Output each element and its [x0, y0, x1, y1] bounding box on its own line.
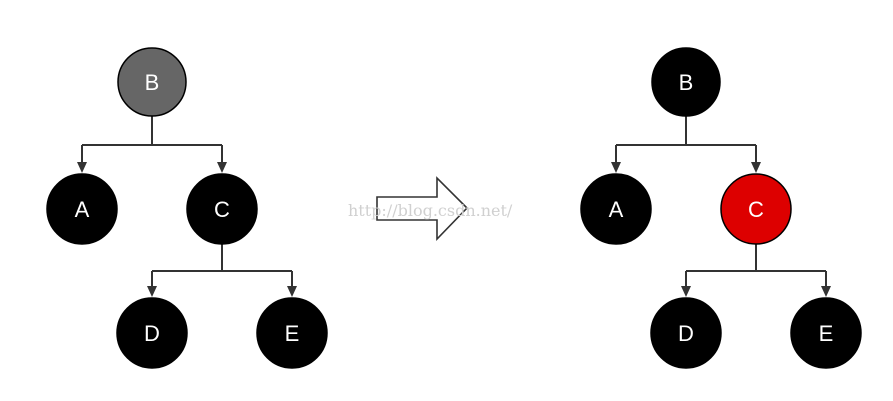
node-label: E	[285, 321, 300, 346]
node-label: C	[214, 197, 230, 222]
node-label: B	[679, 70, 694, 95]
node-label: A	[609, 197, 624, 222]
after-node-c: C	[720, 173, 792, 245]
transition-arrow	[376, 176, 469, 241]
after-tree: B A C D E	[580, 47, 862, 369]
before-node-b: B	[117, 47, 187, 117]
node-label: D	[678, 321, 694, 346]
arrowhead-icon	[147, 286, 157, 297]
before-node-e: E	[256, 297, 328, 369]
edge-b-children	[81, 116, 223, 165]
node-circle-black	[256, 297, 328, 369]
node-circle-black	[790, 297, 862, 369]
before-node-a: A	[46, 173, 118, 245]
node-circle-black	[186, 173, 258, 245]
node-circle-black	[46, 173, 118, 245]
after-tree-edges	[611, 116, 831, 297]
node-label: E	[819, 321, 834, 346]
after-node-b: B	[651, 47, 721, 117]
edge-b-children	[615, 116, 757, 165]
node-label: D	[144, 321, 160, 346]
edge-c-children	[685, 244, 827, 289]
node-circle-red	[720, 173, 792, 245]
before-node-d: D	[116, 297, 188, 369]
arrowhead-icon	[287, 286, 297, 297]
after-node-d: D	[650, 297, 722, 369]
node-label: B	[145, 70, 160, 95]
node-label: A	[75, 197, 90, 222]
node-circle-black	[650, 297, 722, 369]
before-tree-edges	[77, 116, 297, 297]
after-node-a: A	[580, 173, 652, 245]
arrowhead-icon	[681, 286, 691, 297]
arrowhead-icon	[611, 162, 621, 173]
right-arrow-icon	[376, 176, 469, 241]
before-node-c: C	[186, 173, 258, 245]
watermark-text: http://blog.csdn.net/	[348, 201, 513, 220]
node-label: C	[748, 197, 764, 222]
arrowhead-icon	[751, 162, 761, 173]
arrowhead-icon	[217, 162, 227, 173]
arrowhead-icon	[821, 286, 831, 297]
arrowhead-icon	[77, 162, 87, 173]
node-circle-grey	[117, 47, 187, 117]
node-circle-black	[116, 297, 188, 369]
before-tree: B A C D E	[46, 47, 328, 369]
after-node-e: E	[790, 297, 862, 369]
edge-c-children	[151, 244, 293, 289]
node-circle-black	[580, 173, 652, 245]
node-circle-black	[651, 47, 721, 117]
